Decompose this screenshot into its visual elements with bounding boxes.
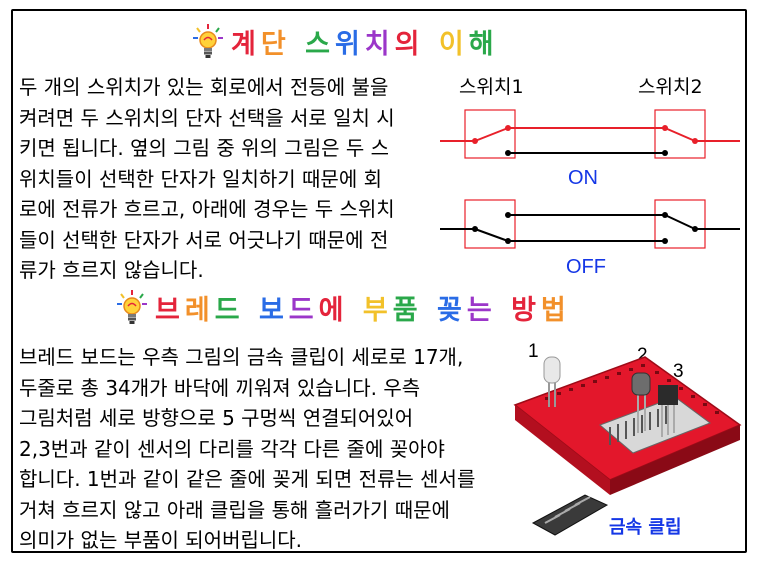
component-label-3: 3 (673, 361, 684, 382)
section2-header: 브레드 보드에 부품 꽂는 방법 (117, 288, 571, 327)
off-circuit (440, 199, 740, 249)
text-line: 의미가 없는 부품이 되어버립니다. (19, 528, 303, 552)
sensor-component-2 (631, 372, 651, 433)
section1-title: 계단 스위치의 이해 (231, 29, 499, 60)
led-component-1 (543, 356, 561, 407)
transistor-component-3 (658, 385, 678, 437)
section2-body: 브레드 보드는 우측 그림의 금속 클립이 세로로 17개, 두줄로 총 34개… (19, 342, 475, 556)
on-label: ON (568, 167, 598, 189)
section1-header: 계단 스위치의 이해 (193, 22, 499, 61)
section1-body: 두 개의 스위치가 있는 회로에서 전등에 불을 켜려면 두 스위치의 단자 선… (19, 72, 395, 286)
text-line: 브레드 보드는 우측 그림의 금속 클립이 세로로 17개, (19, 345, 464, 369)
component-label-1: 1 (528, 341, 539, 362)
breadboard-holes (545, 364, 719, 414)
on-circuit (440, 109, 740, 159)
lightbulb-icon (193, 23, 223, 58)
breadboard-illustration (513, 356, 742, 536)
content-frame (11, 9, 747, 553)
text-line: 들이 선택한 단자가 서로 어긋나기 때문에 전 (19, 227, 389, 252)
switch1-label: 스위치1 (459, 76, 524, 98)
text-line: 로에 전류가 흐르고, 아래에 경우는 두 스위치 (19, 197, 395, 221)
component-label-2: 2 (637, 345, 648, 366)
switch-circuit-diagram (440, 109, 740, 249)
text-line: 류가 흐르지 않습니다. (19, 258, 204, 282)
breadboard-side-right (610, 425, 740, 495)
text-line: 키면 됩니다. 옆의 그림 중 위의 그림은 두 스 (19, 136, 390, 160)
lightbulb-icon (117, 289, 147, 324)
text-line: 위치들이 선택한 단자가 일치하기 때문에 회 (19, 166, 382, 191)
loose-metal-clip (531, 494, 609, 536)
clip-cutaway (599, 396, 712, 454)
section2-title: 브레드 보드에 부품 꽂는 방법 (155, 295, 571, 326)
switch2-label: 스위치2 (638, 76, 703, 98)
text-line: 그림처럼 세로 방향으로 5 구멍씩 연결되어있어 (19, 406, 414, 430)
off-label: OFF (566, 256, 606, 278)
metal-clip-label: 금속 클립 (609, 517, 682, 538)
text-line: 2,3번과 같이 센서의 다리를 각각 다른 줄에 꽂아야 (19, 436, 445, 461)
text-line: 합니다. 1번과 같이 같은 줄에 꽂게 되면 전류는 센서를 (19, 467, 476, 491)
text-line: 켜려면 두 스위치의 단자 선택을 서로 일치 시 (19, 105, 395, 130)
text-line: 두 개의 스위치가 있는 회로에서 전등에 불을 (19, 75, 389, 99)
breadboard-side-left (515, 405, 610, 495)
text-line: 두줄로 총 34개가 바닥에 끼워져 있습니다. 우측 (19, 375, 421, 400)
text-line: 거쳐 흐르지 않고 아래 클립을 통해 흘러가기 때문에 (19, 497, 450, 522)
